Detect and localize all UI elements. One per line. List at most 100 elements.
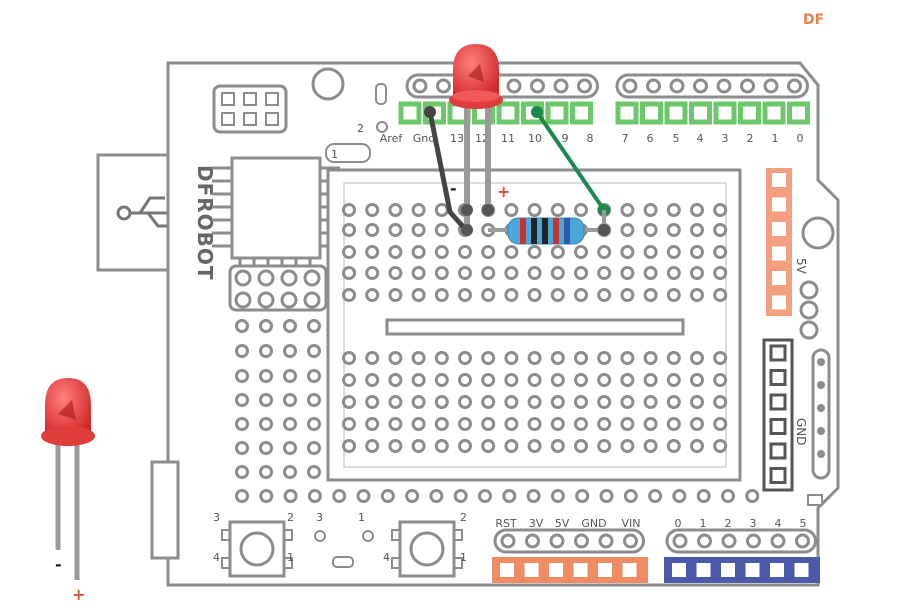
breadboard-hole xyxy=(690,351,704,365)
round-header-frame xyxy=(615,73,809,99)
digital-pin-label: Aref xyxy=(380,132,404,145)
breadboard-hole xyxy=(666,203,681,217)
header-socket xyxy=(772,271,786,285)
board-hole xyxy=(405,489,420,503)
pad-label: 1 xyxy=(358,511,365,524)
breadboard-hole xyxy=(504,245,519,259)
header-socket xyxy=(573,563,588,577)
breadboard-hole xyxy=(643,439,658,453)
round-header-frame xyxy=(665,528,817,554)
header-socket xyxy=(403,106,417,120)
header-socket xyxy=(696,563,711,577)
wire-hole xyxy=(461,224,473,236)
round-header-pin xyxy=(412,78,428,94)
pad-label: 3 xyxy=(316,511,323,524)
round-header-pin xyxy=(669,78,685,94)
header-socket xyxy=(452,106,466,120)
board-hole xyxy=(672,489,687,503)
header-socket xyxy=(772,246,786,261)
header-pin xyxy=(303,291,321,309)
header-socket xyxy=(622,563,637,577)
round-header-pin xyxy=(500,533,516,549)
breadboard-hole xyxy=(434,203,449,217)
breadboard-hole xyxy=(620,245,635,259)
power-label: 5V xyxy=(794,258,808,275)
breadboard-hole xyxy=(365,417,380,431)
user-button[interactable] xyxy=(391,520,463,578)
board-hole xyxy=(235,465,249,479)
breadboard-hole xyxy=(481,351,496,365)
round-header-frame xyxy=(493,528,645,554)
header-pin xyxy=(234,269,252,287)
digital-pin-label: 6 xyxy=(647,132,654,145)
breadboard-hole xyxy=(643,373,658,387)
header-socket xyxy=(769,442,787,460)
breadboard-hole xyxy=(481,373,496,387)
breadboard-plus-label: + xyxy=(497,182,510,201)
digital-pin-label: 10 xyxy=(528,132,542,145)
board-hole xyxy=(283,417,297,431)
breadboard-hole xyxy=(713,395,728,409)
round-header-pin xyxy=(436,78,451,94)
header-pin xyxy=(280,269,298,287)
header-socket xyxy=(501,106,515,120)
breadboard-hole xyxy=(666,266,681,280)
reset-button[interactable] xyxy=(221,520,293,578)
breadboard-hole xyxy=(481,245,496,259)
round-header-pin xyxy=(795,533,810,549)
breadboard-hole xyxy=(713,351,728,365)
breadboard-hole xyxy=(388,373,403,387)
breadboard-hole xyxy=(458,417,472,431)
breadboard-hole xyxy=(434,223,449,237)
right-round-pins xyxy=(799,280,819,340)
resistor xyxy=(488,210,606,245)
breadboard-hole xyxy=(597,351,612,365)
header-socket xyxy=(743,106,756,120)
small-pad xyxy=(807,494,823,506)
breadboard-hole xyxy=(574,245,588,259)
breadboard-hole xyxy=(597,395,612,409)
round-header-pin xyxy=(697,533,712,549)
wire-end xyxy=(531,106,543,118)
header-socket xyxy=(772,222,786,236)
wire-hole xyxy=(461,204,473,216)
analog-pin-label: 0 xyxy=(675,517,682,530)
breadboard-hole xyxy=(597,266,612,280)
breadboard-hole xyxy=(690,266,704,280)
round-header-pin xyxy=(598,533,614,549)
digital-pin-label: 8 xyxy=(587,132,594,145)
header-socket xyxy=(549,563,563,577)
breadboard-minus-label: - xyxy=(450,179,457,198)
breadboard-hole xyxy=(411,288,426,302)
header-pin xyxy=(280,291,298,309)
header-socket xyxy=(620,106,634,120)
breadboard-hole xyxy=(620,395,635,409)
board-led xyxy=(449,44,503,109)
header-socket xyxy=(792,106,805,120)
header-socket xyxy=(694,106,707,120)
header-frame xyxy=(762,338,794,492)
header-socket xyxy=(769,369,787,386)
power-pin-label: 3V xyxy=(529,517,544,530)
breadboard-hole xyxy=(388,245,403,259)
breadboard-hole xyxy=(365,395,380,409)
breadboard-hole xyxy=(411,203,426,217)
breadboard-hole xyxy=(458,395,472,409)
pad xyxy=(362,530,374,542)
breadboard-hole xyxy=(481,439,496,453)
breadboard-hole xyxy=(388,439,403,453)
mounting-hole xyxy=(801,216,835,250)
breadboard-hole xyxy=(411,417,426,431)
power-pin-label: RST xyxy=(495,517,517,530)
mounting-hole xyxy=(311,67,345,101)
wire-hole xyxy=(482,204,494,216)
jumper-block xyxy=(212,84,288,134)
breadboard-hole xyxy=(434,417,449,431)
header-socket xyxy=(669,106,683,120)
board-hole xyxy=(575,489,590,503)
round-header-pin xyxy=(530,78,545,94)
header-socket xyxy=(769,467,787,484)
board-hole xyxy=(235,489,249,503)
breadboard-hole xyxy=(504,351,519,365)
